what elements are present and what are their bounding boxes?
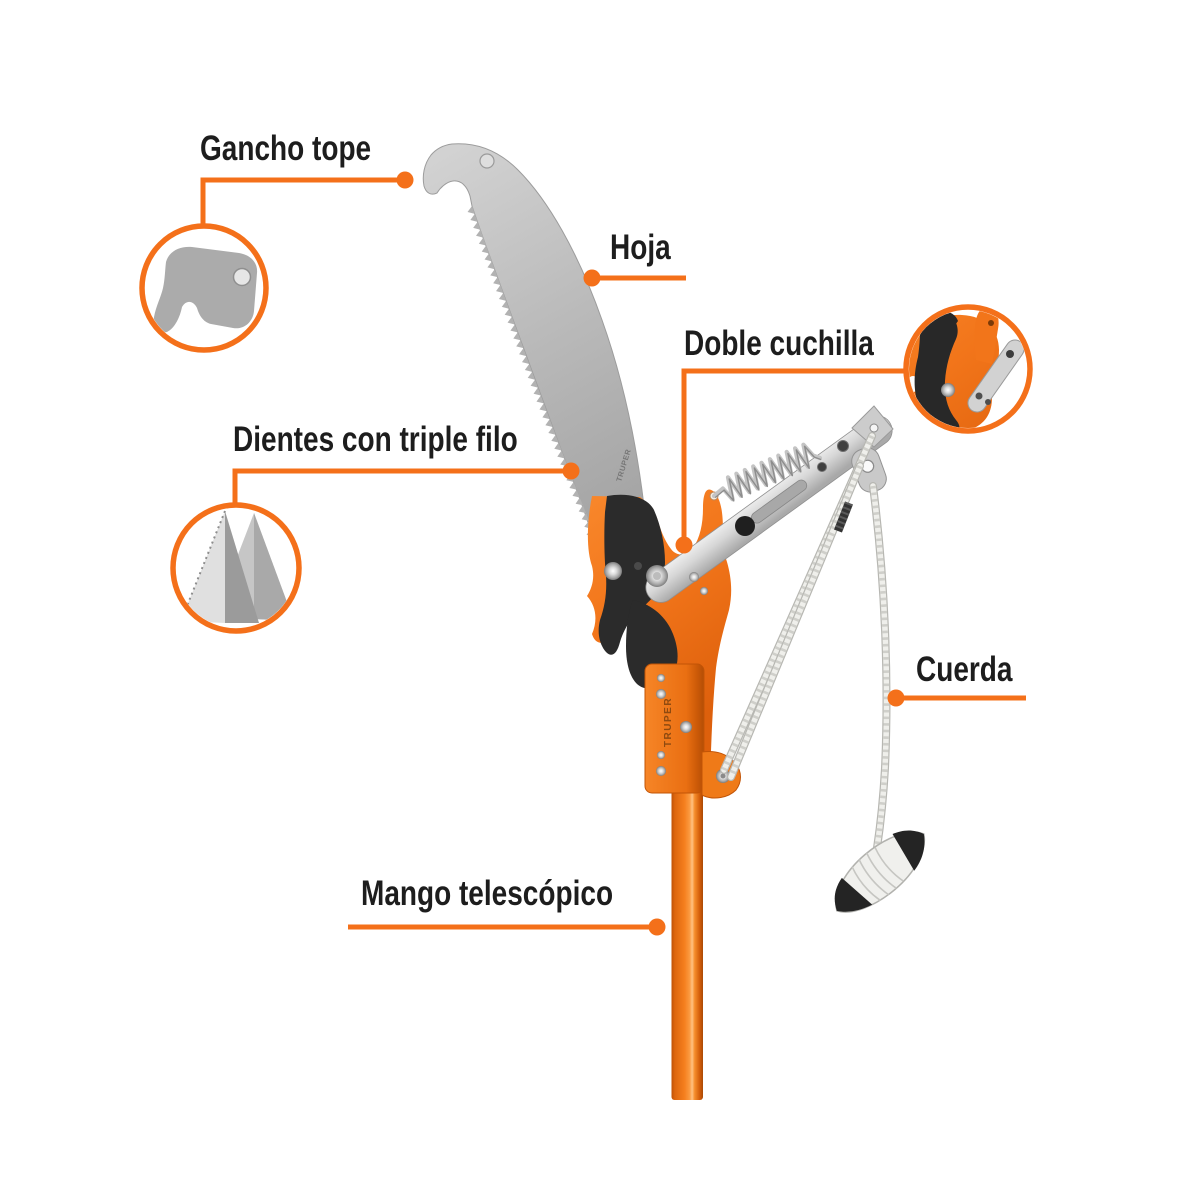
- inset-hook-stop: [139, 223, 269, 353]
- return-spring: [709, 442, 823, 502]
- callout-dots: [396, 171, 905, 936]
- hook-closeup-art: [153, 246, 258, 333]
- label-blade: Hoja: [610, 228, 671, 267]
- head-black-blade: [598, 494, 665, 655]
- pull-rope: [720, 432, 891, 852]
- saw-blade: TRUPER: [422, 143, 647, 554]
- brand-on-plate: TRUPER: [663, 697, 674, 747]
- bracket-rivet: [604, 562, 622, 580]
- callout-lines: [200, 177, 1026, 930]
- inset-teeth: [170, 502, 302, 634]
- rope-clamp: [834, 501, 853, 533]
- callout-double-blade: [681, 368, 906, 545]
- double-blade-closeup-art: [909, 310, 1025, 428]
- callout-teeth: [232, 468, 571, 506]
- blade-hole: [479, 153, 495, 169]
- flap-hole: [869, 423, 879, 433]
- label-teeth: Dientes con triple filo: [233, 420, 518, 459]
- label-hook-stop: Gancho tope: [200, 129, 372, 168]
- label-handle: Mango telescópico: [361, 874, 614, 913]
- label-rope: Cuerda: [916, 650, 1013, 689]
- lever-hole: [735, 516, 755, 536]
- pole-plate: TRUPER: [644, 663, 705, 794]
- saw-teeth: [467, 206, 597, 553]
- rope-bundle: [834, 830, 926, 913]
- inset-double-blade: [903, 304, 1033, 434]
- lever-slot: [751, 479, 808, 524]
- lever-arm: [645, 405, 894, 603]
- callout-hook-stop: [200, 177, 405, 227]
- tooth-closeup-art: [180, 510, 294, 623]
- bracket-hole: [634, 562, 642, 570]
- label-double-blade: Doble cuchilla: [684, 324, 874, 363]
